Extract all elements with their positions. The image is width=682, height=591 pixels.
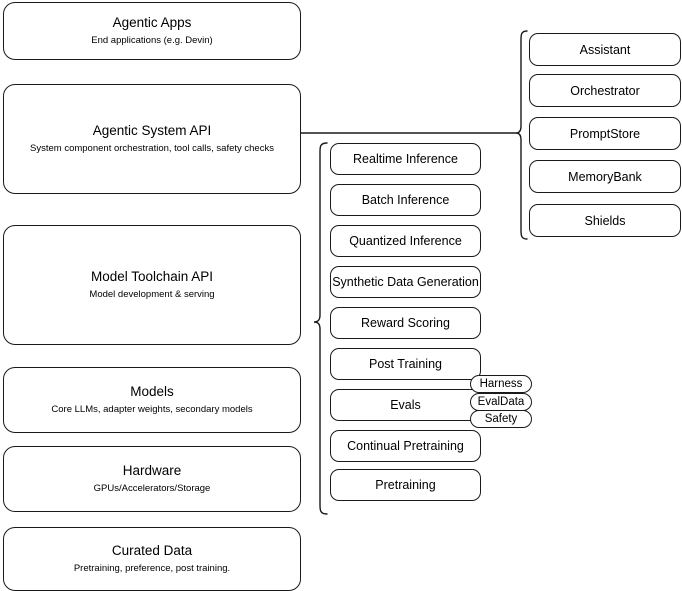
capability-label: Quantized Inference xyxy=(349,234,462,248)
component-label: MemoryBank xyxy=(568,169,642,184)
layer-subtitle: Pretraining, preference, post training. xyxy=(73,563,231,574)
component-box-shields[interactable]: Shields xyxy=(529,204,681,237)
layer-subtitle: GPUs/Accelerators/Storage xyxy=(93,483,211,494)
layer-subtitle: System component orchestration, tool cal… xyxy=(30,143,274,154)
layer-title: Curated Data xyxy=(111,543,193,558)
layer-subtitle: Model development & serving xyxy=(89,289,215,300)
evals-badge-label: Safety xyxy=(484,413,518,425)
capability-box-batch-inference[interactable]: Batch Inference xyxy=(330,184,481,216)
layer-box-model-toolchain-api[interactable]: Model Toolchain API Model development & … xyxy=(3,225,301,345)
layer-box-curated-data[interactable]: Curated Data Pretraining, preference, po… xyxy=(3,527,301,591)
layer-title: Agentic System API xyxy=(92,123,212,138)
component-label: Assistant xyxy=(579,42,631,57)
capability-label: Batch Inference xyxy=(361,193,450,207)
evals-badge-label: Harness xyxy=(479,378,523,390)
evals-badge-evaldata[interactable]: EvalData xyxy=(470,393,532,411)
brace-toolchain-capabilities xyxy=(313,142,328,515)
component-box-memorybank[interactable]: MemoryBank xyxy=(529,160,681,193)
capability-label: Post Training xyxy=(369,357,442,371)
layer-box-agentic-apps[interactable]: Agentic Apps End applications (e.g. Devi… xyxy=(3,2,301,60)
layer-box-hardware[interactable]: Hardware GPUs/Accelerators/Storage xyxy=(3,446,301,512)
capability-label: Synthetic Data Generation xyxy=(332,275,479,289)
layer-title: Models xyxy=(130,384,174,399)
capability-box-pretraining[interactable]: Pretraining xyxy=(330,469,481,501)
layer-title: Model Toolchain API xyxy=(90,269,214,284)
component-label: PromptStore xyxy=(569,126,641,141)
capability-label: Evals xyxy=(390,398,421,412)
component-box-orchestrator[interactable]: Orchestrator xyxy=(529,74,681,107)
capability-label: Reward Scoring xyxy=(361,316,450,330)
evals-badge-harness[interactable]: Harness xyxy=(470,375,532,393)
component-box-promptstore[interactable]: PromptStore xyxy=(529,117,681,150)
capability-box-post-training[interactable]: Post Training xyxy=(330,348,481,380)
evals-badge-safety[interactable]: Safety xyxy=(470,410,532,428)
capability-label: Continual Pretraining xyxy=(347,439,464,453)
capability-box-continual-pretraining[interactable]: Continual Pretraining xyxy=(330,430,481,462)
capability-box-evals[interactable]: Evals xyxy=(330,389,481,421)
capability-box-quantized-inference[interactable]: Quantized Inference xyxy=(330,225,481,257)
layer-subtitle: End applications (e.g. Devin) xyxy=(91,35,213,46)
layer-title: Hardware xyxy=(122,463,182,478)
capability-box-reward-scoring[interactable]: Reward Scoring xyxy=(330,307,481,339)
component-label: Shields xyxy=(584,213,626,228)
component-label: Orchestrator xyxy=(570,83,640,98)
component-box-assistant[interactable]: Assistant xyxy=(529,33,681,66)
capability-label: Realtime Inference xyxy=(353,152,458,166)
layer-box-agentic-system-api[interactable]: Agentic System API System component orch… xyxy=(3,84,301,194)
layer-title: Agentic Apps xyxy=(112,15,192,30)
capability-box-realtime-inference[interactable]: Realtime Inference xyxy=(330,143,481,175)
brace-agentic-system-components xyxy=(515,30,528,240)
evals-badge-label: EvalData xyxy=(477,396,525,408)
capability-box-synthetic-data-generation[interactable]: Synthetic Data Generation xyxy=(330,266,481,298)
layer-box-models[interactable]: Models Core LLMs, adapter weights, secon… xyxy=(3,367,301,433)
layer-subtitle: Core LLMs, adapter weights, secondary mo… xyxy=(51,404,253,415)
capability-label: Pretraining xyxy=(375,478,436,492)
